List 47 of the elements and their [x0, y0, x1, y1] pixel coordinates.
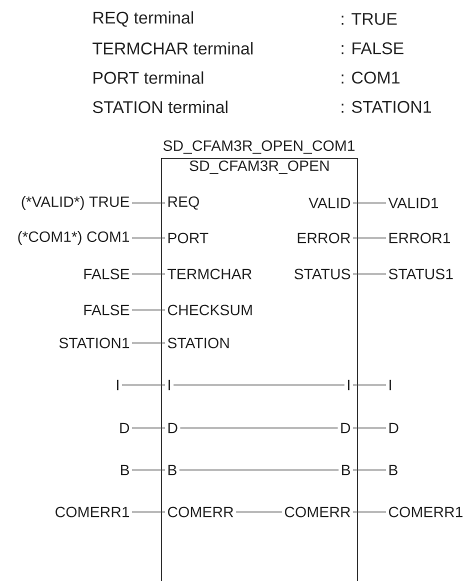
variable-label: STATUS1 [388, 268, 453, 280]
terminal-setting-text: : FALSE [342, 42, 404, 54]
pin-label: D [168, 422, 178, 434]
pin-label: I [168, 380, 170, 390]
variable-label: D [389, 422, 398, 434]
terminal-setting-text: : STATION1 [342, 100, 432, 113]
pin-label: STATION [168, 338, 229, 348]
variable-label: COMERR1 [388, 506, 462, 518]
variable-label: FALSE [84, 268, 130, 280]
connection-line [122, 384, 166, 386]
pin-label: COMERR [168, 506, 234, 518]
variable-label: (*VALID*) TRUE [22, 196, 130, 210]
pin-label: I [348, 380, 350, 390]
pin-label: ERROR [298, 232, 350, 244]
pin-label: REQ [168, 196, 199, 210]
terminal-setting-text: REQ terminal [94, 11, 194, 27]
terminal-setting-text: STATION terminal [92, 100, 228, 114]
variable-label: (*COM1*) COM1 [18, 231, 130, 245]
variable-label: I [390, 380, 391, 390]
pin-label: STATUS [294, 268, 350, 280]
variable-label: D [120, 422, 130, 434]
connection-line [173, 384, 345, 386]
pin-label: CHECKSUM [168, 304, 252, 316]
variable-label: FALSE [84, 304, 130, 316]
connection-line [352, 384, 386, 386]
terminal-setting-text: PORT terminal [94, 71, 204, 84]
variable-label: STATION1 [59, 338, 130, 348]
pin-label: VALID [308, 198, 350, 208]
terminal-setting-text: : TRUE [342, 13, 397, 25]
connection-line [132, 202, 166, 204]
variable-label: I [117, 380, 118, 390]
pin-label: TERMCHAR [168, 268, 252, 280]
variable-label: COMERR1 [56, 506, 130, 518]
variable-label: B [389, 464, 398, 476]
variable-label: ERROR1 [389, 232, 450, 244]
pin-label: B [342, 464, 350, 476]
instance-name: SD_CFAM3R_OPEN_COM1 [163, 140, 355, 154]
pin-label: COMERR [284, 506, 350, 518]
variable-label: VALID1 [388, 198, 438, 208]
pin-label: PORT [168, 232, 208, 244]
connection-line [132, 342, 166, 344]
pin-label: B [168, 464, 176, 476]
terminal-setting-text: TERMCHAR terminal [92, 42, 253, 55]
variable-label: B [121, 464, 129, 476]
connection-line [352, 202, 386, 204]
terminal-setting-text: : COM1 [342, 72, 400, 84]
pin-label: D [341, 422, 350, 434]
